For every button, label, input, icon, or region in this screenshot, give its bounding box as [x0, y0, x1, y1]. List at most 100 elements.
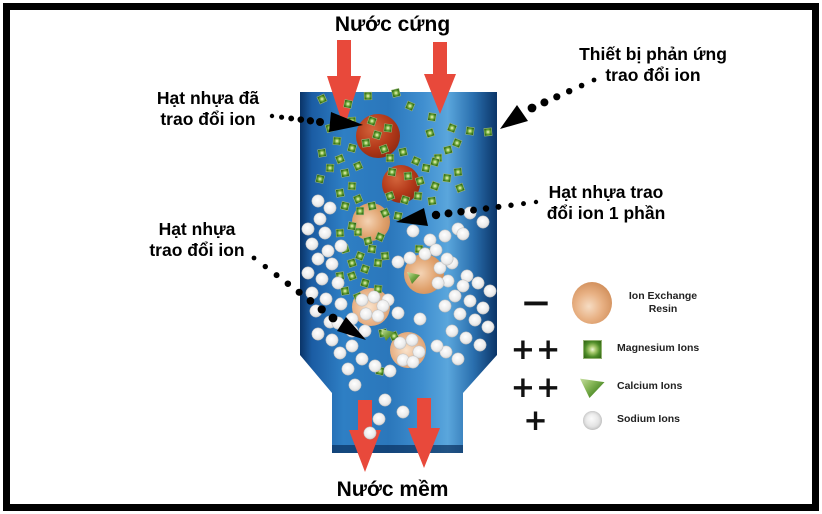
magnesium-ion [429, 156, 441, 168]
magnesium-ion-icon [582, 339, 602, 359]
sodium-ion [311, 252, 325, 266]
sodium-ion [456, 227, 470, 241]
sodium-ion [323, 201, 337, 215]
minus-symbol: − [520, 283, 552, 323]
callout-dot-to-vessel [566, 88, 573, 95]
magnesium-ion [391, 88, 401, 98]
magnesium-ion [352, 160, 364, 172]
magnesium-ion [346, 270, 358, 282]
magnesium-ion [353, 227, 363, 237]
magnesium-ion [403, 171, 413, 181]
magnesium-ion [451, 137, 463, 149]
magnesium-ion [374, 231, 386, 243]
sodium-ion [311, 194, 325, 208]
callout-arrowhead-to-partial-bead [396, 208, 428, 226]
magnesium-ion [410, 155, 422, 167]
sodium-ion [391, 306, 405, 320]
sodium-ion [476, 301, 490, 315]
magnesium-ion [340, 168, 350, 178]
sodium-ion [453, 307, 467, 321]
sodium-ion [313, 212, 327, 226]
magnesium-ion [383, 123, 393, 133]
sodium-ion [481, 320, 495, 334]
reactor-device-line1: Thiết bị phản ứng [579, 44, 727, 64]
magnesium-ion [347, 181, 357, 191]
magnesium-ion [399, 194, 411, 206]
callout-dot-to-partial-bead [431, 210, 441, 220]
magnesium-ion [340, 286, 350, 296]
sodium-ion [331, 276, 345, 290]
magnesium-ion [354, 250, 366, 262]
sodium-ion-icon [582, 410, 602, 430]
sodium-ion [418, 247, 432, 261]
magnesium-ion [393, 211, 403, 221]
magnesium-ion [316, 93, 328, 105]
magnesium-ion [446, 122, 458, 134]
sodium-ion [321, 244, 335, 258]
sodium-ion [334, 297, 348, 311]
callout-arrowhead-to-vessel [500, 105, 528, 129]
callout-dot-to-partial-bead [457, 208, 465, 216]
magnesium-ion [334, 153, 346, 165]
sodium-ion [431, 276, 445, 290]
magnesium-ion [367, 201, 377, 211]
magnesium-ion [427, 196, 437, 206]
resin-callout-line2: trao đổi ion [149, 240, 245, 260]
callout-dot-to-fresh-bead [317, 305, 326, 314]
partially-exchanged-line1: Hạt nhựa trao [548, 182, 664, 202]
sodium-ion [463, 294, 477, 308]
exchanged-resin-line1: Hạt nhựa đã [156, 88, 260, 108]
callout-arrowhead-to-fresh-bead [337, 317, 366, 340]
magnesium-ion [315, 174, 325, 184]
sodium-ion [438, 229, 452, 243]
magnesium-ion [367, 244, 377, 254]
callout-dot-to-vessel [591, 77, 597, 83]
magnesium-ion [427, 112, 437, 122]
exchanged-resin-line2: trao đổi ion [160, 109, 256, 129]
sodium-ion [440, 252, 454, 266]
sodium-ion [325, 257, 339, 271]
sodium-ion [341, 362, 355, 376]
magnesium-ion [398, 147, 408, 157]
magnesium-ion [335, 228, 345, 238]
sodium-ion [355, 293, 369, 307]
magnesium-ion [352, 193, 364, 205]
sodium-ion [325, 333, 339, 347]
magnesium-ion [343, 99, 353, 109]
callout-dot-to-fresh-bead [295, 288, 303, 296]
magnesium-ion [335, 188, 345, 198]
sodium-ion [423, 233, 437, 247]
legend-row-calcium: ++ Calcium Ions [505, 372, 785, 402]
sodium-ion [301, 222, 315, 236]
sodium-ion [305, 237, 319, 251]
hard-water-label: Nước cứng [334, 13, 451, 36]
magnesium-ion [454, 182, 466, 194]
sodium-ion [383, 364, 397, 378]
callout-dot-to-vessel [540, 98, 549, 107]
magnesium-ion [371, 129, 383, 141]
magnesium-ion [346, 142, 358, 154]
inlet-arrow-left [327, 40, 361, 128]
callout-dot-to-exchanged-bead [306, 117, 315, 125]
magnesium-ion [380, 251, 390, 261]
magnesium-ion [483, 127, 493, 137]
sodium-ion [367, 290, 381, 304]
sodium-ion [413, 312, 427, 326]
magnesium-ion [413, 191, 423, 201]
callout-dot-to-partial-bead [533, 199, 539, 205]
magnesium-ion [414, 175, 426, 187]
sodium-ion [396, 405, 410, 419]
ion-exchange-resin-icon [572, 282, 612, 324]
soft-water-label: Nước mềm [336, 478, 449, 501]
sodium-ion [406, 355, 420, 369]
legend-row-sodium: + Sodium Ions [505, 405, 785, 434]
partially-exchanged-line2: đổi ion 1 phần [546, 203, 666, 223]
sodium-ion [333, 346, 347, 360]
magnesium-ion [366, 115, 378, 127]
sodium-ion [318, 226, 332, 240]
legend-label-sodium: Sodium Ions [617, 413, 680, 426]
magnesium-ion [359, 263, 371, 275]
legend-row-resin: − Ion Exchange Resin [505, 281, 785, 325]
legend-label-resin: Ion Exchange Resin [628, 289, 698, 315]
magnesium-ion [453, 167, 463, 177]
